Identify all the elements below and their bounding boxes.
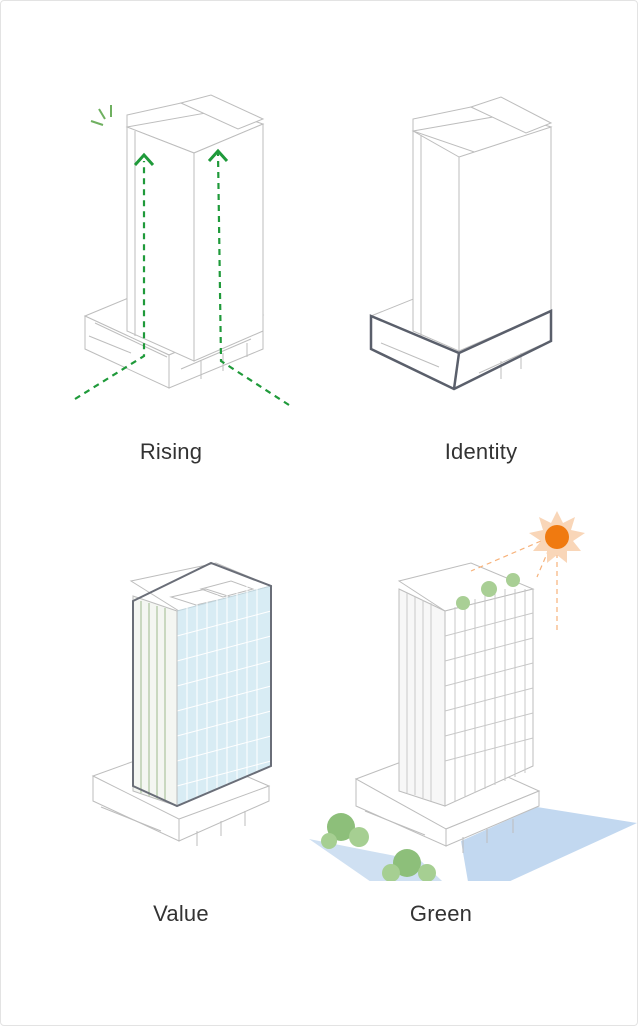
rising-building-illustration <box>74 94 290 406</box>
panel-label-rising: Rising <box>139 439 203 464</box>
panel-green: Green <box>301 501 637 971</box>
rising-arrows <box>74 152 290 406</box>
panel-label-identity: Identity <box>444 439 518 464</box>
identity-building-illustration <box>369 96 553 391</box>
spark-icon <box>90 105 112 126</box>
green-building-illustration <box>309 511 637 881</box>
arrow-up-icon <box>133 148 229 167</box>
panel-identity: Identity <box>321 91 640 561</box>
panel-value: Value <box>1 501 321 971</box>
panel-rising: Rising <box>11 91 331 561</box>
value-outline <box>132 561 272 808</box>
identity-outline <box>369 309 553 391</box>
ground-shadow-right <box>461 807 637 881</box>
ground-trees <box>321 813 436 881</box>
panel-label-value: Value <box>153 901 209 926</box>
sun-rays <box>470 540 558 633</box>
value-building-illustration <box>91 561 273 846</box>
panel-label-green: Green <box>409 901 473 926</box>
sun-icon <box>529 511 585 563</box>
value-facade <box>132 585 272 807</box>
roof-trees <box>456 573 520 610</box>
